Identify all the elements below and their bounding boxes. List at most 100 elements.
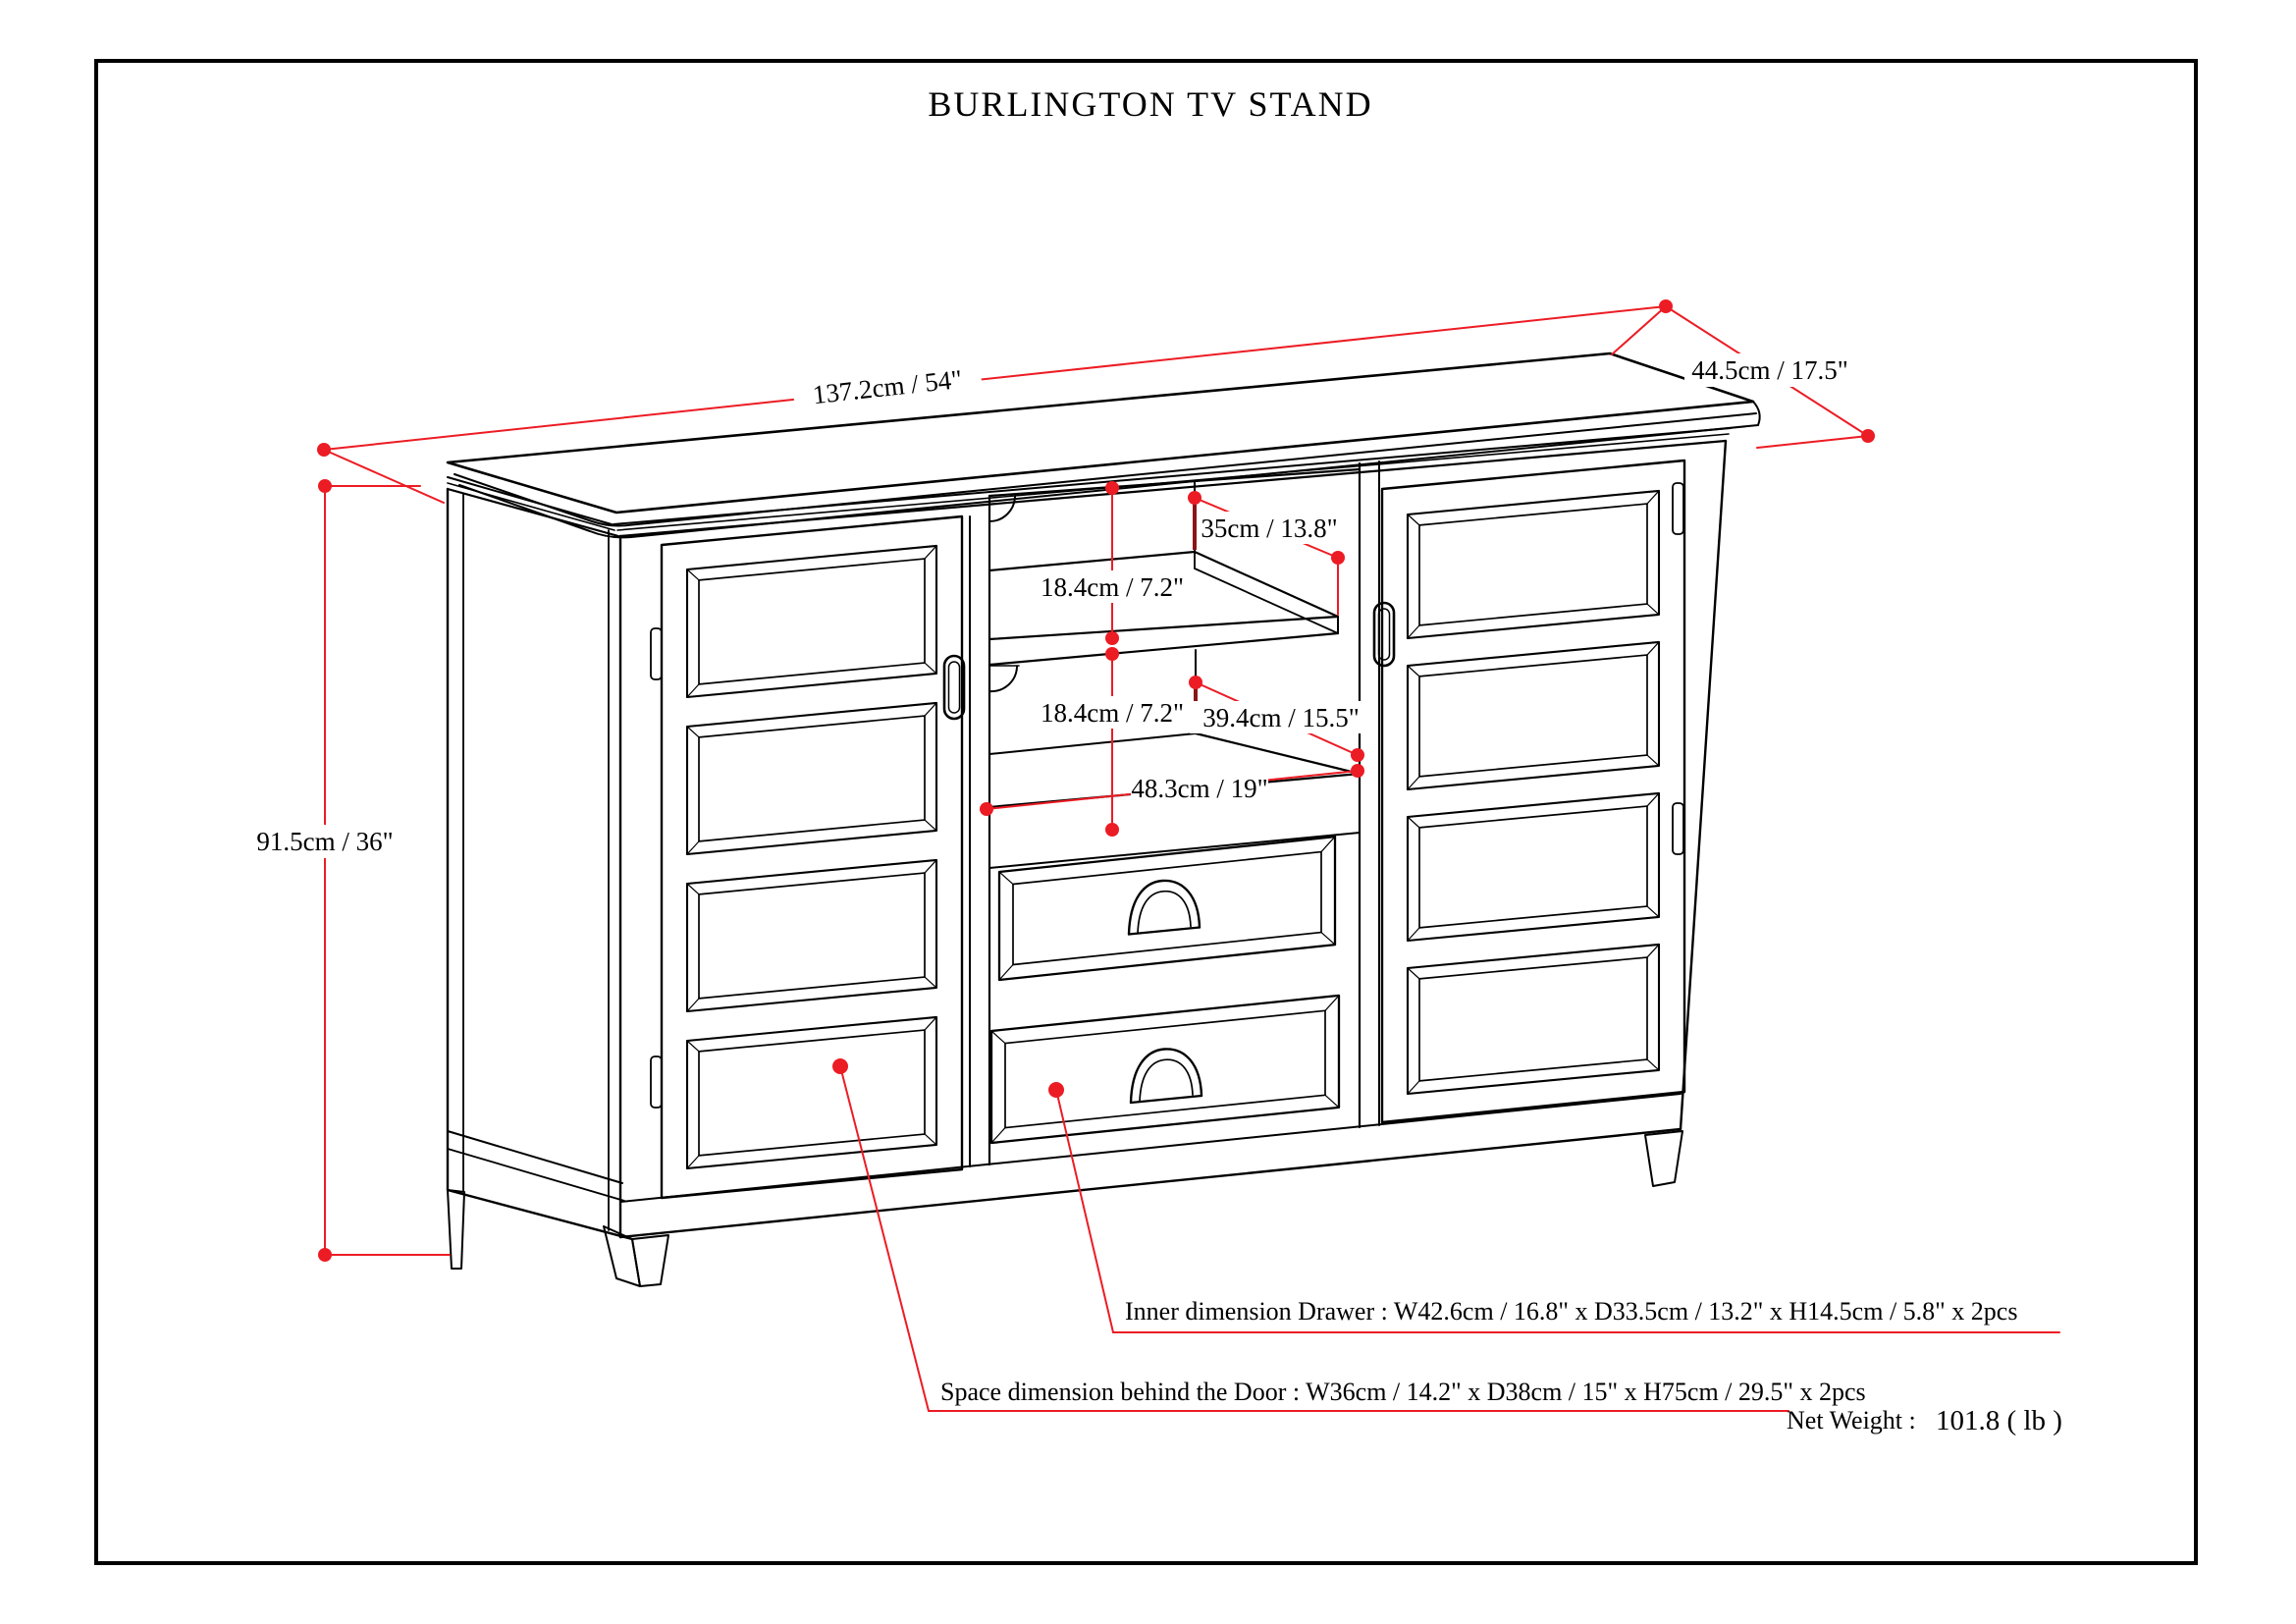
drawer-pull-icon xyxy=(1127,879,1201,936)
bevel-line xyxy=(1418,805,1648,929)
bevel-line xyxy=(685,701,938,856)
bevel-line xyxy=(997,835,1337,982)
bevel-line xyxy=(924,859,937,874)
bevel-line xyxy=(1407,514,1420,526)
right-door-handle xyxy=(1372,601,1396,668)
top-molding xyxy=(446,427,1732,538)
drawer-pull-icon xyxy=(1129,1048,1203,1105)
top-board xyxy=(446,352,1761,539)
bevel-line xyxy=(1646,754,1660,767)
bevel-line xyxy=(1646,490,1660,505)
dim-opening-width-label: 48.3cm / 19" xyxy=(1131,774,1267,803)
bevel-line xyxy=(1646,641,1660,656)
bevel-line xyxy=(1646,944,1660,958)
right-door xyxy=(1380,459,1686,1124)
bevel-line xyxy=(1407,665,1420,677)
note-door-space: Space dimension behind the Door : W36cm … xyxy=(940,1378,1866,1406)
dim-overall-depth-label: 44.5cm / 17.5" xyxy=(1691,355,1848,385)
left-side-panel xyxy=(446,487,634,1241)
bevel-line xyxy=(685,858,938,1013)
dim-opening-depth: 39.4cm / 15.5" xyxy=(1189,676,1372,762)
bevel-line xyxy=(1324,1094,1340,1109)
bevel-line xyxy=(1407,776,1420,790)
dim-lower-shelf-gap-label: 18.4cm / 7.2" xyxy=(1041,698,1184,728)
bevel-line xyxy=(1406,791,1661,943)
hinge-icon xyxy=(650,1056,663,1109)
dim-overall-depth: 44.5cm / 17.5" xyxy=(1665,305,1875,449)
bevel-line xyxy=(924,702,937,717)
dim-upper-shelf-gap: 18.4cm / 7.2" xyxy=(1033,481,1192,645)
bevel-line xyxy=(686,998,700,1012)
hinge-icon xyxy=(650,627,663,680)
dim-overall-height: 91.5cm / 36" xyxy=(243,479,451,1262)
dim-opening-width: 48.3cm / 19" xyxy=(980,764,1364,816)
bevel-line xyxy=(998,963,1014,981)
bevel-line xyxy=(1320,836,1336,853)
feet xyxy=(447,1130,1683,1287)
bevel-line xyxy=(1407,624,1420,639)
bevel-line xyxy=(1646,1058,1660,1071)
bevel-line xyxy=(1320,931,1336,946)
left-door-handle xyxy=(942,654,966,721)
diagram-title: BURLINGTON TV STAND xyxy=(928,84,1372,124)
bevel-line xyxy=(686,568,700,581)
dimension-annotations: 137.2cm / 54" 44.5cm / 17.5" 91.5cm / 36… xyxy=(243,299,2060,1412)
bevel-line xyxy=(1406,943,1661,1096)
bevel-line xyxy=(698,1029,926,1157)
bevel-line xyxy=(1418,654,1648,778)
bevel-line xyxy=(998,871,1014,886)
bevel-line xyxy=(1646,792,1660,807)
front-carcass xyxy=(618,439,1728,1239)
bevel-line xyxy=(1418,503,1648,626)
bevel-line xyxy=(698,558,926,685)
bevel-line xyxy=(924,1133,937,1146)
cable-notch-icon xyxy=(988,495,1016,522)
bevel-line xyxy=(1012,850,1322,966)
dim-lower-shelf-gap: 18.4cm / 7.2" xyxy=(1033,647,1192,837)
bevel-line xyxy=(686,1155,700,1169)
net-weight-label: Net Weight : xyxy=(1787,1406,1916,1435)
bevel-line xyxy=(924,819,937,832)
bevel-line xyxy=(924,545,937,560)
bevel-line xyxy=(1646,905,1660,918)
bevel-line xyxy=(686,1040,700,1053)
bevel-line xyxy=(1004,1009,1326,1129)
dim-top-shelf-depth: 35cm / 13.8" xyxy=(1188,491,1345,616)
bevel-line xyxy=(1407,927,1420,942)
dim-overall-height-label: 91.5cm / 36" xyxy=(256,827,393,856)
bevel-line xyxy=(686,840,700,855)
cable-notch-icon xyxy=(988,666,1018,693)
bevel-line xyxy=(989,994,1341,1145)
hinge-icon xyxy=(1672,482,1684,535)
dim-top-shelf-depth-label: 35cm / 13.8" xyxy=(1201,514,1337,543)
left-door xyxy=(660,514,964,1200)
hinges xyxy=(650,482,1684,1109)
dim-upper-shelf-gap-label: 18.4cm / 7.2" xyxy=(1041,572,1184,602)
bevel-line xyxy=(685,544,938,699)
notes: Inner dimension Drawer : W42.6cm / 16.8"… xyxy=(940,1297,2062,1436)
bevel-line xyxy=(1406,640,1661,791)
bevel-line xyxy=(698,872,926,1000)
net-weight-value: 101.8 ( lb ) xyxy=(1936,1405,2062,1436)
bevel-line xyxy=(924,662,937,675)
hinge-icon xyxy=(1672,802,1684,855)
bevel-line xyxy=(990,1030,1006,1045)
dim-opening-depth-label: 39.4cm / 15.5" xyxy=(1202,703,1360,732)
bevel-line xyxy=(1418,956,1648,1082)
bevel-line xyxy=(686,683,700,698)
bevel-line xyxy=(1324,995,1340,1011)
bevel-line xyxy=(1407,1080,1420,1095)
bevel-line xyxy=(686,726,700,738)
bevel-line xyxy=(686,883,700,895)
bevel-line xyxy=(685,1015,938,1170)
bevel-line xyxy=(1407,967,1420,980)
bevel-line xyxy=(1406,489,1661,640)
bevel-line xyxy=(1407,816,1420,829)
leader-drawer-note xyxy=(1048,1082,2060,1333)
page-border xyxy=(94,59,2198,1565)
bevel-line xyxy=(698,715,926,842)
dim-overall-width: 137.2cm / 54" xyxy=(317,299,1673,504)
bevel-line xyxy=(924,976,937,989)
